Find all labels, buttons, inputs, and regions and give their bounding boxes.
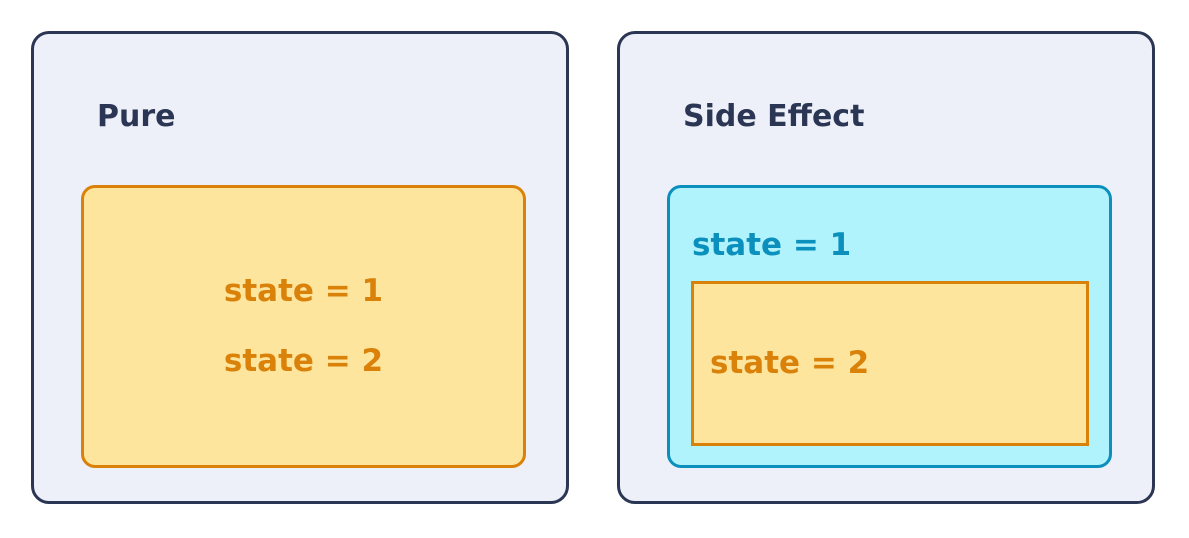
pure-panel-title: Pure (97, 99, 176, 134)
pure-state-2-label: state = 2 (223, 343, 384, 379)
pure-state-1-label: state = 1 (223, 273, 384, 309)
side-effect-inner-state-label: state = 2 (710, 345, 870, 381)
pure-panel: Pure state = 1 state = 2 (31, 31, 569, 504)
side-effect-panel-title: Side Effect (683, 99, 865, 134)
side-effect-panel: Side Effect state = 1 state = 2 (617, 31, 1155, 504)
pure-state-box: state = 1 state = 2 (81, 185, 526, 468)
side-effect-outer-state-box: state = 1 state = 2 (667, 185, 1112, 468)
side-effect-outer-state-label: state = 1 (692, 227, 852, 263)
side-effect-inner-state-box: state = 2 (691, 281, 1089, 446)
